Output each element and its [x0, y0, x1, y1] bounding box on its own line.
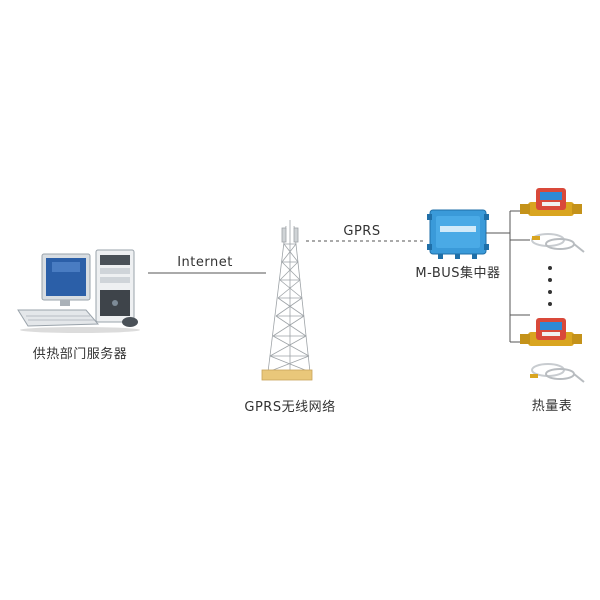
meter-label: 热量表: [531, 399, 573, 414]
tower-label: GPRS无线网络: [244, 400, 336, 415]
server-label: 供热部门服务器: [32, 347, 128, 362]
more-meters-dots: [548, 266, 552, 306]
internet-label: Internet: [177, 255, 233, 270]
concentrator-label: M-BUS集中器: [415, 266, 501, 281]
heat-meter-icon: [520, 188, 585, 253]
concentrator-box-icon: [427, 209, 489, 259]
lattice-tower-icon: [261, 220, 313, 381]
desktop-computer-icon: [17, 249, 140, 333]
gprs-label: GPRS: [343, 224, 381, 239]
heat-meter-icon: [520, 318, 585, 383]
